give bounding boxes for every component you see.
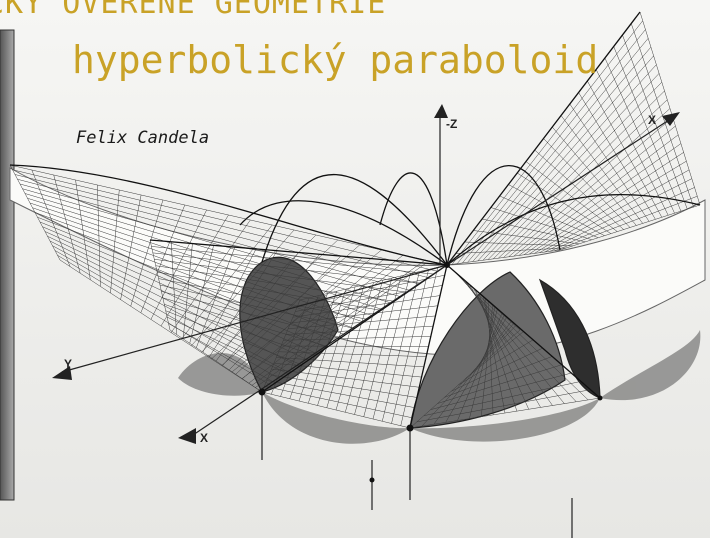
axis-label-x-right: X: [648, 113, 656, 127]
paraboloid-grid: [9, 11, 701, 429]
author-name: Felix Candela: [76, 128, 210, 148]
axis-label-x-left: X: [200, 431, 208, 445]
top-heading: CKY OVĚŘENÉ GEOMETRIE: [0, 0, 387, 21]
axis-label-y: Y: [64, 357, 72, 371]
page-title: hyperbolický paraboloid: [72, 38, 599, 82]
nodes: [258, 262, 603, 483]
axis-arrows: [52, 104, 680, 444]
axis-labels: -Z X Y X: [64, 113, 656, 445]
axes: [61, 110, 673, 538]
left-photo-strip: [0, 29, 15, 501]
axis-label-z: -Z: [446, 117, 457, 131]
